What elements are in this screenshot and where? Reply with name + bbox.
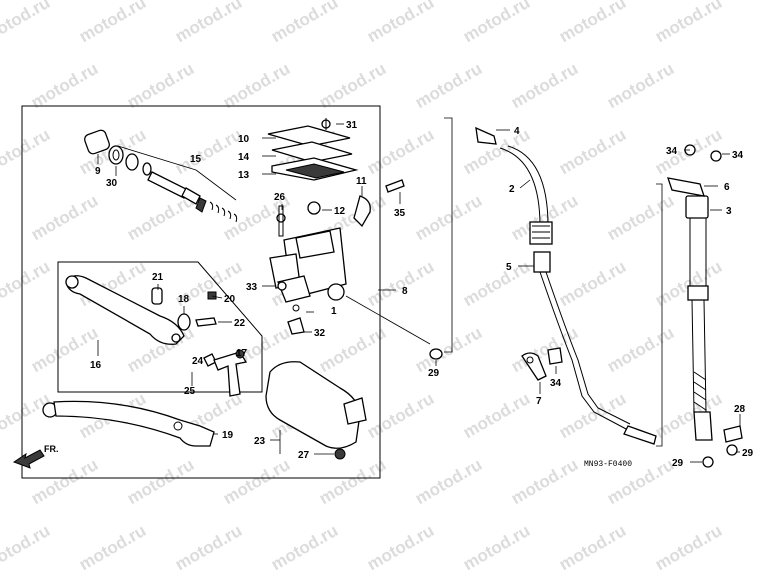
front-brake-lever-assy xyxy=(65,275,248,397)
callout-23: 23 xyxy=(254,436,266,447)
callout-13: 13 xyxy=(238,170,250,181)
callout-34: 34 xyxy=(550,378,562,389)
callout-33: 33 xyxy=(246,282,258,293)
callout-labels: 1 2 3 4 5 6 7 8 9 10 11 12 13 14 15 16 1… xyxy=(90,120,754,469)
callout-29c: 29 xyxy=(742,448,754,459)
callout-29: 29 xyxy=(428,368,440,379)
lever-subpanel-frame xyxy=(57,261,263,393)
callout-31: 31 xyxy=(346,120,358,131)
piston-kit xyxy=(84,129,238,223)
callout-18: 18 xyxy=(178,294,190,305)
callout-28: 28 xyxy=(734,404,746,415)
callout-15: 15 xyxy=(190,154,202,165)
callout-30: 30 xyxy=(106,178,118,189)
callout-34b: 34 xyxy=(666,146,678,157)
callout-16: 16 xyxy=(90,360,102,371)
master-cylinder-body xyxy=(269,205,347,303)
callout-8: 8 xyxy=(402,286,408,297)
callout-17: 17 xyxy=(236,348,248,359)
callout-11: 11 xyxy=(356,176,367,187)
callout-27: 27 xyxy=(298,450,310,461)
reservoir-cap-stack xyxy=(267,118,359,181)
callout-1: 1 xyxy=(331,306,337,317)
callout-25: 25 xyxy=(184,386,196,397)
callout-14: 14 xyxy=(238,152,250,163)
callout-32: 32 xyxy=(314,328,326,339)
callout-3: 3 xyxy=(726,206,732,217)
callout-29b: 29 xyxy=(672,458,684,469)
callout-2: 2 xyxy=(509,184,515,195)
callout-5: 5 xyxy=(506,262,512,273)
callout-9: 9 xyxy=(95,166,101,177)
callout-10: 10 xyxy=(238,134,250,145)
brake-hose-assembly xyxy=(429,117,657,445)
callout-6: 6 xyxy=(724,182,730,193)
lower-brake-hose xyxy=(656,144,743,468)
leader-lines xyxy=(97,123,741,463)
lever-cover xyxy=(265,361,367,460)
clutch-style-lever xyxy=(42,400,215,447)
callout-20: 20 xyxy=(224,294,236,305)
callout-24: 24 xyxy=(192,356,204,367)
callout-26: 26 xyxy=(274,192,286,203)
direction-label: FR. xyxy=(44,444,59,454)
front-direction-arrow: FR. xyxy=(12,444,59,469)
callout-34c: 34 xyxy=(732,150,744,161)
callout-4: 4 xyxy=(514,126,520,137)
callout-22: 22 xyxy=(234,318,246,329)
callout-19: 19 xyxy=(222,430,234,441)
master-cylinder-panel-frame xyxy=(21,105,381,479)
callout-7: 7 xyxy=(536,396,542,407)
callout-21: 21 xyxy=(152,272,164,283)
diagram-code: MN93-F0400 xyxy=(584,460,632,469)
callout-12: 12 xyxy=(334,206,346,217)
callout-35: 35 xyxy=(394,208,406,219)
